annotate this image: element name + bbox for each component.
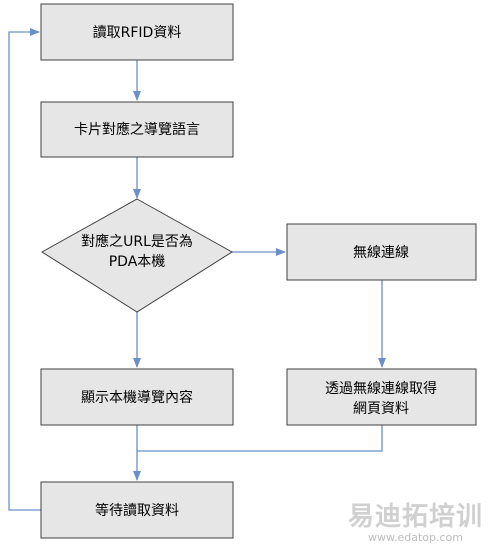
node-card-language-label: 卡片對應之導覽語言 <box>74 121 200 138</box>
node-card-language: 卡片對應之導覽語言 <box>40 101 234 158</box>
node-wait-read-label: 等待讀取資料 <box>95 502 179 519</box>
node-fetch-web: 透過無線連線取得 網頁資料 <box>286 368 477 426</box>
node-decision: 對應之URL是否為 PDA本機 <box>41 198 233 313</box>
node-show-local: 顯示本機導覽內容 <box>40 368 234 426</box>
connectors <box>8 28 386 511</box>
line-fetch-to-merge <box>137 425 383 452</box>
node-fetch-web-label-line2: 網頁資料 <box>353 401 409 417</box>
watermark-main: 易迪拓培训 <box>347 502 483 532</box>
node-decision-label-line1: 對應之URL是否為 <box>81 233 193 250</box>
node-decision-label-line2: PDA本機 <box>109 254 166 270</box>
watermark-url: www.edatop.com <box>368 531 463 544</box>
node-read-rfid: 讀取RFID資料 <box>40 3 234 61</box>
node-wireless-label: 無線連線 <box>353 245 409 261</box>
node-show-local-label: 顯示本機導覽內容 <box>81 389 193 406</box>
node-wireless: 無線連線 <box>286 223 477 281</box>
node-read-rfid-label: 讀取RFID資料 <box>93 25 182 41</box>
watermark: 易迪拓培训 www.edatop.com <box>348 504 483 543</box>
node-wait-read: 等待讀取資料 <box>40 481 234 539</box>
arrow-loop-back <box>8 28 41 511</box>
node-fetch-web-label-line1: 透過無線連線取得 <box>325 380 437 397</box>
